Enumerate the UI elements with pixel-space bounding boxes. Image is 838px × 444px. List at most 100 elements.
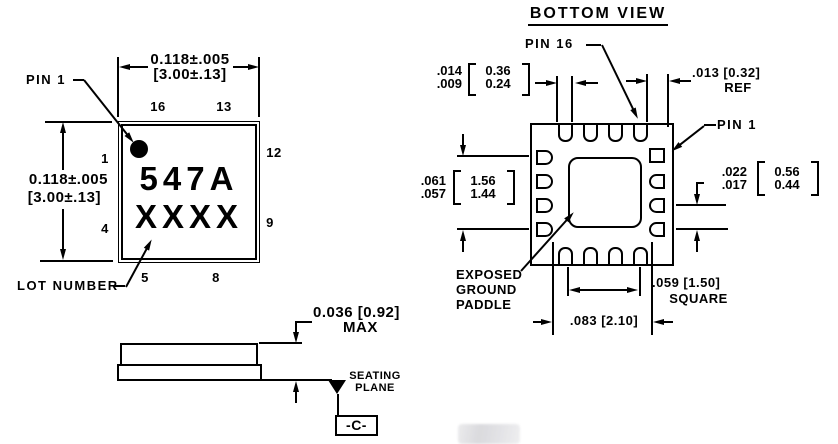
- edge-ref-dim: .013 [0.32]: [692, 65, 761, 80]
- ext-line: [457, 155, 529, 157]
- bracket-right: [522, 63, 530, 96]
- dim-line: [233, 66, 248, 68]
- left-height-dim-in: 0.118±.005: [28, 171, 108, 188]
- dim-line: [295, 392, 297, 403]
- dim-line: [696, 182, 704, 184]
- leader-dash: [704, 124, 716, 126]
- dim-line: [130, 66, 148, 68]
- exposed-paddle: [568, 157, 642, 228]
- datum-label: -C-: [346, 417, 367, 433]
- pin-label-5: 5: [141, 270, 149, 285]
- pad-top-4: [633, 123, 648, 142]
- ext-line: [117, 57, 119, 117]
- dim-line: [62, 133, 64, 170]
- datum-triangle: [328, 380, 346, 394]
- pin-label-12: 12: [266, 145, 282, 160]
- side-view-base: [117, 364, 262, 381]
- side-view-body: [120, 343, 258, 366]
- dim-line: [586, 82, 598, 84]
- dim-arrow: [546, 79, 557, 86]
- bottom-view-title: BOTTOM VIEW: [528, 6, 668, 26]
- dim-arrow: [569, 286, 580, 293]
- ext-line: [567, 267, 569, 296]
- chip-marking-line2: XXXX: [134, 198, 244, 235]
- pad-right-2: [649, 174, 665, 189]
- ext-line: [651, 242, 653, 335]
- dim-line: [626, 80, 637, 82]
- pad-bottom-3: [608, 247, 623, 266]
- pin16-leader-arrow: [601, 44, 641, 120]
- dim-arrow: [59, 249, 66, 260]
- pad-top-1: [558, 123, 573, 142]
- seating-plane-line: [262, 379, 332, 381]
- dim-arrow: [636, 77, 647, 84]
- ext-line: [667, 74, 669, 127]
- side-height-dim: 0.036 [0.92]: [313, 304, 400, 321]
- dim-arrow: [248, 63, 259, 70]
- pad-top-3: [608, 123, 623, 142]
- seating-plane-label-2: PLANE: [355, 382, 395, 394]
- pad-left-2: [536, 174, 553, 189]
- pin1-bottom-leader-arrow: [670, 125, 705, 155]
- dim-arrow: [59, 122, 66, 133]
- dim-arrow: [627, 286, 638, 293]
- dim-line: [295, 321, 297, 333]
- dim-arrow: [292, 381, 299, 392]
- ext-line: [571, 76, 573, 122]
- ext-line: [258, 57, 260, 117]
- pin-label-16: 16: [150, 99, 166, 114]
- paddle-size-dim: .059 [1.50]: [652, 275, 721, 290]
- dim-line: [680, 80, 691, 82]
- ext-line: [40, 260, 113, 262]
- pin1-bottom-callout-label: PIN 1: [717, 117, 758, 132]
- paddle-callout-line3: PADDLE: [456, 297, 512, 312]
- pad-pin1-square: [649, 148, 665, 163]
- dim-arrow: [119, 63, 130, 70]
- dim-line: [535, 82, 547, 84]
- pad-left-1: [536, 150, 553, 165]
- pin1-callout-label: PIN 1: [26, 72, 67, 87]
- ext-line: [676, 228, 728, 230]
- edge-ref-qualifier: REF: [724, 80, 752, 95]
- pad-left-4: [536, 222, 553, 237]
- dim-arrow: [653, 318, 664, 325]
- dim-line: [696, 182, 698, 194]
- dim-arrow: [575, 79, 586, 86]
- pad-bottom-1: [558, 247, 573, 266]
- dim-line: [462, 241, 464, 252]
- lot-number-label: LOT NUMBER: [17, 278, 119, 293]
- ext-line: [259, 342, 302, 344]
- ext-line: [639, 267, 641, 296]
- dim-line: [533, 321, 542, 323]
- dim-line: [462, 134, 464, 145]
- ext-line: [457, 228, 529, 230]
- pad-right-3: [649, 198, 665, 213]
- pad-top-2: [583, 123, 598, 142]
- dim-line: [295, 321, 312, 323]
- ext-line: [646, 74, 648, 122]
- pad-width-dim-in: .014.009: [436, 63, 462, 91]
- leader-dash: [73, 79, 84, 81]
- paddle-callout-line2: GROUND: [456, 282, 517, 297]
- top-width-dim-mm: [3.00±.13]: [153, 66, 227, 83]
- pin-label-13: 13: [216, 99, 232, 114]
- pad-row-span-dim-in: .061.057: [420, 173, 446, 201]
- pin-label-9: 9: [266, 215, 274, 230]
- leader-dash: [586, 44, 601, 46]
- pad-left-3: [536, 198, 553, 213]
- dim-line: [580, 289, 627, 291]
- dim-arrow: [669, 77, 680, 84]
- leader-dash: [114, 285, 125, 287]
- pad-tip-span-dim: .083 [2.10]: [569, 313, 639, 328]
- package-outline: [530, 123, 674, 266]
- left-height-dim-mm: [3.00±.13]: [27, 189, 101, 206]
- dim-arrow: [292, 332, 299, 343]
- seating-plane-label-1: SEATING: [349, 370, 401, 382]
- paddle-size-qualifier: SQUARE: [669, 291, 728, 306]
- pin1-leader-arrow: [83, 79, 137, 145]
- bracket-right: [507, 170, 515, 205]
- bracket-left: [757, 161, 765, 196]
